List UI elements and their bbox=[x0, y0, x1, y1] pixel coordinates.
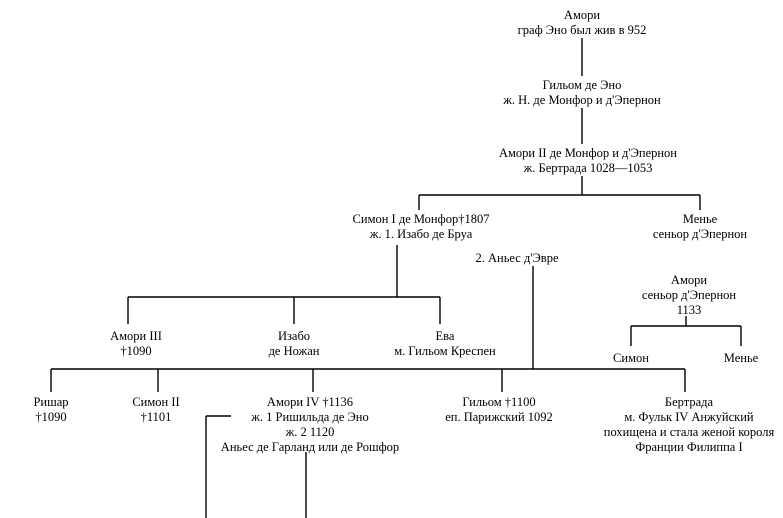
name-line: Симон II bbox=[132, 395, 180, 409]
name-line: ж. 1 Ришильда де Эно bbox=[251, 410, 369, 424]
name-line: 2. Аньес д'Эвре bbox=[475, 251, 559, 265]
name-line: Амори II де Монфор и д'Эпернон bbox=[499, 146, 677, 160]
name-line: Амори bbox=[563, 8, 601, 22]
name-line: †1101 bbox=[140, 410, 172, 424]
name-line: †1090 bbox=[120, 344, 152, 358]
name-line: ж. 1. Изабо де Бруа bbox=[369, 227, 473, 241]
name-line: Менье bbox=[682, 212, 718, 226]
name-line: похищена и стала женой короля bbox=[603, 425, 775, 439]
name-line: Амори bbox=[670, 273, 708, 287]
name-line: Гильом де Эно bbox=[542, 78, 622, 92]
name-line: м. Фульк IV Анжуйский bbox=[624, 410, 754, 424]
name-line: сеньор д'Эпернон bbox=[641, 288, 737, 302]
name-line: Гильом †1100 bbox=[462, 395, 536, 409]
name-line: ж. Бертрада 1028—1053 bbox=[523, 161, 653, 175]
name-line: Менье bbox=[723, 351, 759, 365]
name-line: 1133 bbox=[676, 303, 702, 317]
person-amauri-iii: Амори III†1090 bbox=[110, 329, 162, 359]
name-line: граф Эно был жив в 952 bbox=[517, 23, 647, 37]
person-menier-younger: Менье bbox=[724, 351, 758, 366]
name-line: ж. 2 1120 bbox=[285, 425, 335, 439]
name-line: Ришар bbox=[33, 395, 69, 409]
name-line: еп. Парижский 1092 bbox=[445, 410, 553, 424]
name-line: м. Гильом Креспен bbox=[394, 344, 496, 358]
name-line: сеньор д'Эпернон bbox=[652, 227, 748, 241]
name-line: Бертрада bbox=[664, 395, 714, 409]
person-richard: Ришар†1090 bbox=[33, 395, 68, 425]
name-line: Симон bbox=[613, 351, 649, 365]
name-line: Франции Филиппа I bbox=[635, 440, 743, 454]
name-line: Амори III bbox=[110, 329, 162, 343]
person-simon-epernon: Симон bbox=[613, 351, 649, 366]
name-line: Аньес де Гарланд или де Рошфор bbox=[220, 440, 400, 454]
name-line: Ева bbox=[435, 329, 455, 343]
name-line: Амори IV †1136 bbox=[266, 395, 354, 409]
name-line: ж. Н. де Монфор и д'Эпернон bbox=[503, 93, 661, 107]
person-simon-ii: Симон II†1101 bbox=[132, 395, 179, 425]
name-line: де Ножан bbox=[268, 344, 320, 358]
spouse-agnes-evreux: 2. Аньес д'Эвре bbox=[475, 251, 558, 266]
name-line: Симон I де Монфор†1807 bbox=[352, 212, 490, 226]
name-line: Изабо bbox=[277, 329, 311, 343]
name-line: †1090 bbox=[35, 410, 67, 424]
